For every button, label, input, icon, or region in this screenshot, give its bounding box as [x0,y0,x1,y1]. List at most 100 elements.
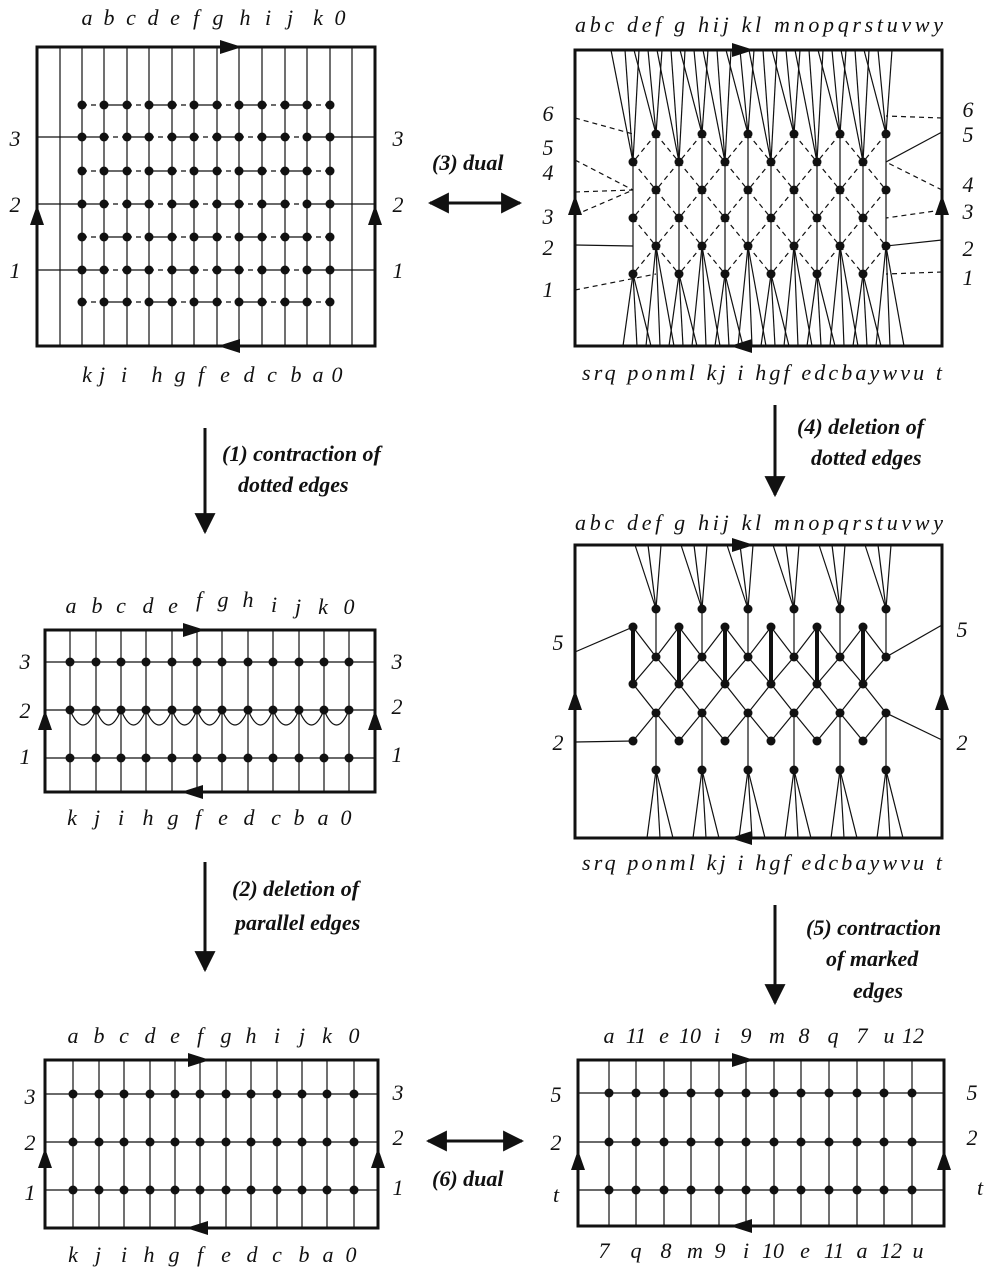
up-arrow-icon [30,205,44,225]
vertex [167,657,177,667]
vertex [294,705,304,715]
edge [885,245,905,347]
vertex [714,1185,724,1195]
dotted-edge [770,189,795,219]
bottom-label: h [144,1242,155,1267]
vertex [99,166,109,176]
vertex [743,652,753,662]
right-label: 5 [957,617,968,642]
dotted-edge [816,189,841,219]
top-labels: abc def g hij kl mnopqrstuvwy [575,510,943,535]
edge [747,245,753,347]
edge [624,49,634,163]
vertex [651,241,661,251]
vertex [122,297,132,307]
vertex [116,753,126,763]
step-caption: of marked [826,946,919,971]
vertex [743,708,753,718]
dotted-edge [862,189,887,219]
edge [670,49,680,163]
vertex [674,157,684,167]
right-label: 3 [392,126,404,151]
edge [678,656,703,685]
edge [655,769,674,839]
edge [634,544,657,610]
right-label: 2 [393,1125,404,1150]
vertex [789,652,799,662]
vertex [824,1088,834,1098]
bottom-label: u [913,1238,924,1263]
top-label: c [116,593,126,618]
bottom-label: q [631,1238,642,1263]
right-arrow-icon [732,1053,754,1067]
vertex [167,232,177,242]
dotted-edge [862,161,887,191]
top-label: h [246,1023,257,1048]
up-arrow-icon [935,195,949,215]
vertex [280,100,290,110]
edge [748,49,772,163]
vertex [234,100,244,110]
edge [678,273,684,347]
top-label: k [318,594,329,619]
vertex [824,1137,834,1147]
vertex [94,1185,104,1195]
edge [806,273,818,347]
bottom-label: e [800,1238,810,1263]
vertex [766,269,776,279]
edge [632,49,640,163]
vertex [796,1137,806,1147]
edge [770,273,790,347]
edge [737,245,749,347]
top-label: i [714,1023,720,1048]
edge [701,245,707,347]
vertex [243,657,253,667]
vertex [686,1137,696,1147]
vertex [170,1089,180,1099]
vertex [344,753,354,763]
dotted-edge [655,245,680,275]
vertex [144,100,154,110]
edge [724,273,744,347]
vertex [325,232,335,242]
vertex [319,705,329,715]
vertex [68,1089,78,1099]
vertex [835,765,845,775]
vertex [234,166,244,176]
vertex [77,232,87,242]
vertex [144,132,154,142]
vertex [144,265,154,275]
vertex [835,241,845,251]
vertex [167,166,177,176]
dotted-edge [632,217,657,247]
top-label: f [197,1023,206,1048]
bottom-label: a [318,805,329,830]
right-label: 1 [392,742,403,767]
top-label: d [148,5,160,30]
vertex [789,765,799,775]
edge [645,245,657,347]
edge [739,49,749,135]
edge [701,712,726,742]
vertex [720,269,730,279]
vertex [212,132,222,142]
bottom-label: a [323,1242,334,1267]
step-caption: (3) dual [432,150,504,175]
vertex [294,657,304,667]
vertex [879,1185,889,1195]
vertex [743,765,753,775]
vertex [858,622,868,632]
vertex [189,265,199,275]
top-label: 0 [335,5,346,30]
bottom-label: i [118,805,124,830]
edge [808,49,818,163]
bottom-label: e [221,1242,231,1267]
vertex [325,166,335,176]
panel-simple-graph-bottom-labels: k j i h g f e d c b a 0 [68,1242,356,1267]
vertex [319,753,329,763]
up-arrow-icon [568,195,582,215]
edge [793,769,799,839]
bottom-label: 0 [332,362,343,387]
edge [818,544,841,610]
step-6-dual: (6) dual [425,1130,525,1191]
